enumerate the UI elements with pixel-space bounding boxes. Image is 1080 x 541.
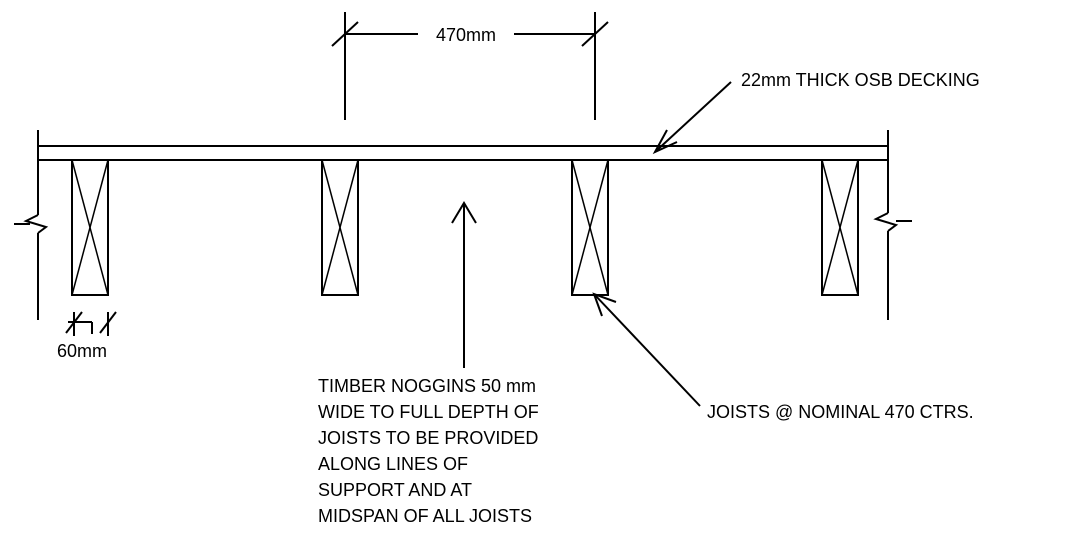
joists-leader-arrow [592,292,701,407]
noggins-note-line-2: WIDE TO FULL DEPTH OF [318,402,539,422]
joist-2 [321,159,359,296]
joist-width-label: 60mm [57,341,107,361]
noggins-note-line-4: ALONG LINES OF [318,454,468,474]
noggins-note-line-3: JOISTS TO BE PROVIDED [318,428,538,448]
decking-note: 22mm THICK OSB DECKING [741,70,980,90]
osb-decking-board [37,145,889,161]
joist-width-dimension [65,311,117,336]
spacing-dimension [331,12,609,120]
right-end-break [873,130,912,320]
noggins-note-line-5: SUPPORT AND AT [318,480,472,500]
joists-note: JOISTS @ NOMINAL 470 CTRS. [707,402,974,422]
spacing-dimension-label: 470mm [436,25,496,45]
noggins-leader-arrow [451,201,477,368]
noggins-note-line-6: MIDSPAN OF ALL JOISTS [318,506,532,526]
noggins-note: TIMBER NOGGINS 50 mm WIDE TO FULL DEPTH … [318,376,539,526]
joist-3 [571,159,609,296]
decking-leader-arrow [652,81,732,155]
joist-4 [821,159,859,296]
left-end-break [14,130,49,320]
noggins-note-line-1: TIMBER NOGGINS 50 mm [318,376,536,396]
joist-1 [71,159,109,296]
